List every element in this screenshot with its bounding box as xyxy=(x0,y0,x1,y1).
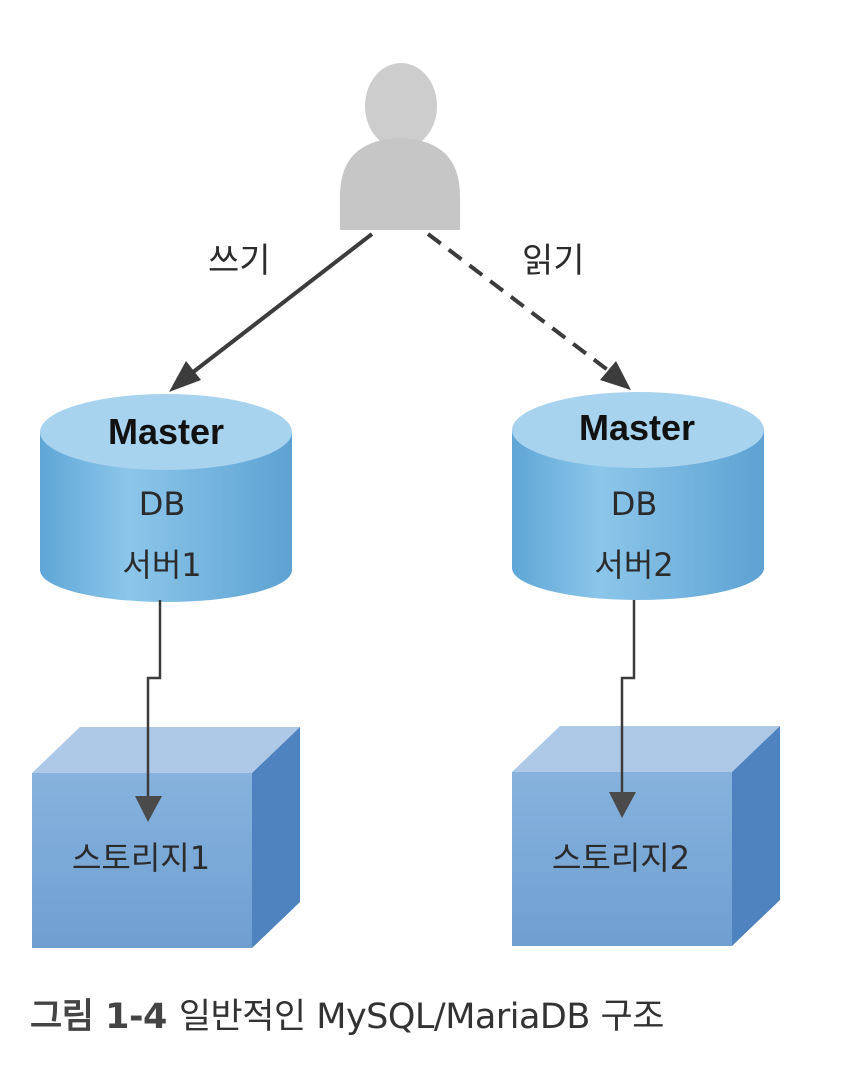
server1-storage-connector xyxy=(135,600,162,822)
server1-title: Master xyxy=(108,411,224,452)
storage-1-cube: 스토리지1 xyxy=(32,727,300,948)
db-server-1: Master DB 서버1 xyxy=(40,394,292,602)
figure-number: 그림 1-4 xyxy=(30,997,167,1037)
server2-storage-connector xyxy=(609,600,636,818)
figure-caption-text: 일반적인 MySQL/MariaDB 구조 xyxy=(178,997,665,1037)
server1-line1: DB xyxy=(139,485,186,523)
figure-caption: 그림 1-4 일반적인 MySQL/MariaDB 구조 xyxy=(30,988,830,1039)
storage-2-cube: 스토리지2 xyxy=(512,726,780,946)
write-label: 쓰기 xyxy=(208,241,271,281)
user-silhouette-icon xyxy=(340,63,460,230)
server2-line1: DB xyxy=(611,485,658,523)
storage1-label: 스토리지1 xyxy=(72,839,210,877)
server2-line2: 서버2 xyxy=(594,546,673,584)
read-arrow xyxy=(426,232,631,390)
read-label: 읽기 xyxy=(522,241,585,281)
write-arrow xyxy=(169,232,374,392)
storage2-label: 스토리지2 xyxy=(552,839,690,877)
db-server-2: Master DB 서버2 xyxy=(512,392,764,600)
server2-title: Master xyxy=(579,407,695,448)
server1-line2: 서버1 xyxy=(122,546,201,584)
